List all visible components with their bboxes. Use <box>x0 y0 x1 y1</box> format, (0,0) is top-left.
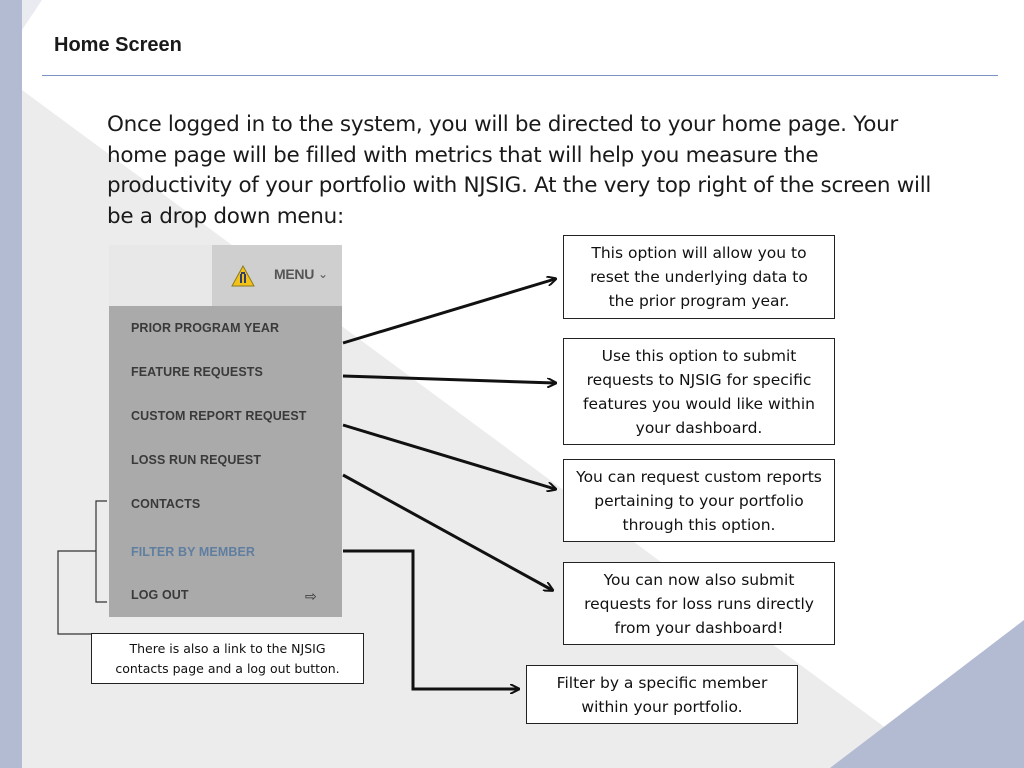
menu-item-feature-requests[interactable]: FEATURE REQUESTS <box>131 365 263 379</box>
menu-item-log-out[interactable]: LOG OUT <box>131 588 189 602</box>
arrow-feature-requests <box>342 374 555 383</box>
bracket-contacts-logout <box>95 500 107 603</box>
callout-text: You can now also submit requests for los… <box>584 570 814 637</box>
menu-item-custom-report-request[interactable]: CUSTOM REPORT REQUEST <box>131 409 307 423</box>
title-divider <box>42 75 998 76</box>
callout-loss-run: You can now also submit requests for los… <box>563 562 835 645</box>
menu-toggle-label[interactable]: MENU <box>274 266 315 282</box>
bottom-right-accent <box>830 620 1024 768</box>
menu-header-blank <box>109 245 212 306</box>
callout-text: You can request custom reports pertainin… <box>576 467 822 534</box>
arrow-loss-run <box>342 473 552 590</box>
slide-title: Home Screen <box>54 34 182 56</box>
callout-text: Filter by a specific member within your … <box>556 673 768 716</box>
callout-custom-report: You can request custom reports pertainin… <box>563 459 835 542</box>
callout-text: This option will allow you to reset the … <box>590 244 808 310</box>
chevron-down-icon[interactable]: ⌄ <box>318 267 329 281</box>
arrow-filter-member <box>343 549 518 689</box>
callout-contacts-logout: There is also a link to the NJSIG contac… <box>91 633 364 684</box>
arrow-prior-year <box>342 279 555 345</box>
callout-prior-program-year: This option will allow you to reset the … <box>563 235 835 319</box>
menu-item-contacts[interactable]: CONTACTS <box>131 497 201 511</box>
callout-text: Use this option to submit requests to NJ… <box>583 346 815 437</box>
menu-item-loss-run-request[interactable]: LOSS RUN REQUEST <box>131 453 262 467</box>
left-accent-band <box>0 0 22 768</box>
intro-paragraph: Once logged in to the system, you will b… <box>107 112 932 229</box>
menu-item-filter-by-member[interactable]: FILTER BY MEMBER <box>131 545 256 559</box>
menu-dropdown-screenshot: MENU ⌄ PRIOR PROGRAM YEAR FEATURE REQUES… <box>109 245 342 617</box>
callout-filter-by-member: Filter by a specific member within your … <box>526 665 798 724</box>
connector-contacts-logout <box>57 550 96 635</box>
warning-icon[interactable] <box>231 265 255 287</box>
menu-header: MENU ⌄ <box>109 245 342 306</box>
arrow-custom-report <box>342 423 555 489</box>
logout-icon[interactable]: ⇨ <box>305 588 317 604</box>
corner-shape <box>22 0 42 30</box>
callout-feature-requests: Use this option to submit requests to NJ… <box>563 338 835 445</box>
callout-text: There is also a link to the NJSIG contac… <box>115 640 340 676</box>
menu-item-prior-program-year[interactable]: PRIOR PROGRAM YEAR <box>131 321 280 335</box>
